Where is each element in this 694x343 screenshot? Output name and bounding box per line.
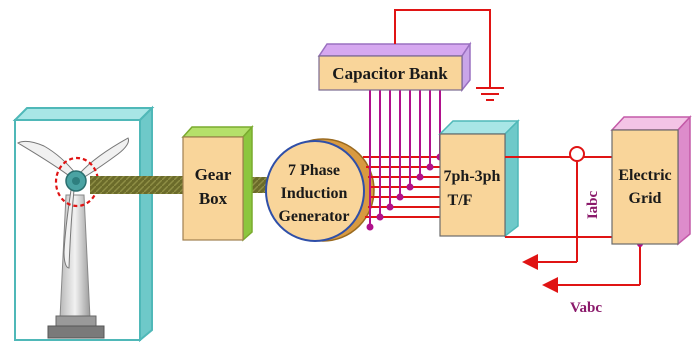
current-measurement-label: Iabc <box>585 190 601 219</box>
grid-label-line1: Electric <box>618 167 671 184</box>
transformer-label-line2: T/F <box>448 192 473 209</box>
gear-box: Gear Box <box>181 125 254 242</box>
generator-label-line3: Generator <box>278 208 349 225</box>
grid-label-line2: Grid <box>629 190 662 207</box>
induction-generator: 7 Phase Induction Generator <box>265 138 375 242</box>
ground-icon <box>394 9 504 101</box>
voltage-measurement-label: Vabc <box>570 300 602 316</box>
capacitor-bank: Capacitor Bank <box>317 41 472 93</box>
gear-box-label-line1: Gear <box>195 165 232 184</box>
grid-connection <box>505 146 641 286</box>
wind-turbine-icon <box>16 137 129 339</box>
gear-box-label-line2: Box <box>199 189 228 208</box>
shaft-turbine-to-gearbox <box>90 176 183 194</box>
electric-grid: Electric Grid <box>610 115 692 246</box>
capacitor-taps <box>366 90 444 231</box>
current-arrow-icon <box>522 254 538 270</box>
voltage-arrow-icon <box>542 277 558 293</box>
generator-label-line1: 7 Phase <box>288 162 340 179</box>
transformer-label-line1: 7ph-3ph <box>444 168 501 185</box>
transformer: 7ph-3ph T/F <box>438 119 520 238</box>
capacitor-bank-label: Capacitor Bank <box>332 64 448 83</box>
generator-label-line2: Induction <box>281 185 348 202</box>
